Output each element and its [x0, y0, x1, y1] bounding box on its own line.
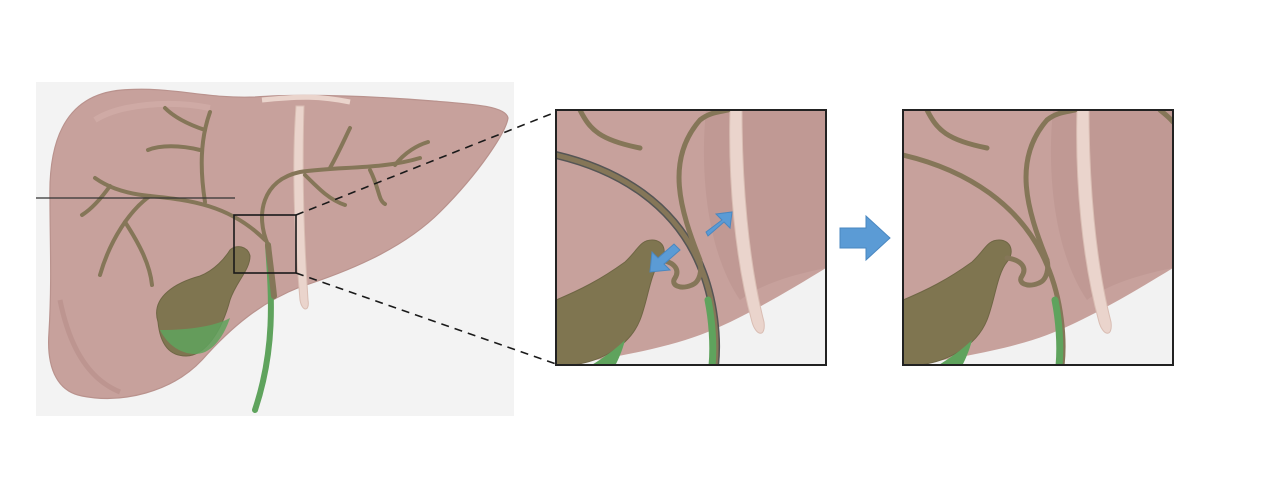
zoom2-cystic-duct — [1004, 255, 1051, 288]
zoom1-frame — [555, 109, 827, 366]
right-duct-tree — [260, 126, 430, 247]
common-hepatic-duct — [265, 242, 277, 299]
left-duct-tree — [80, 106, 267, 287]
zoom2-ducts — [903, 110, 1173, 365]
zoom-before-panel — [555, 109, 827, 366]
ligament-top — [261, 94, 351, 105]
projection-line-top — [295, 111, 557, 216]
gallbladder — [156, 246, 251, 357]
zoom1-gallbladder-bile — [591, 340, 625, 365]
liver-shadow — [57, 299, 121, 395]
zoom2-gallbladder-bile — [938, 340, 972, 365]
gallbladder-bile — [160, 318, 230, 354]
falciform-ligament — [293, 105, 309, 310]
down-left-arrow-icon — [649, 243, 681, 273]
right-arrow-icon — [839, 214, 891, 262]
zoom2-frame — [902, 109, 1174, 366]
zoom1-ducts — [556, 110, 731, 365]
projection-line-bottom — [295, 272, 557, 365]
liver-highlight — [93, 101, 211, 123]
up-right-arrow-icon — [705, 211, 733, 237]
zoom-region-box — [233, 214, 297, 274]
overview-panel — [36, 82, 514, 416]
zoom-after-panel — [902, 109, 1174, 366]
zoom1-ligament — [729, 110, 765, 334]
zoom2-ligament — [1076, 110, 1112, 334]
zoom1-cystic-duct — [657, 257, 704, 290]
